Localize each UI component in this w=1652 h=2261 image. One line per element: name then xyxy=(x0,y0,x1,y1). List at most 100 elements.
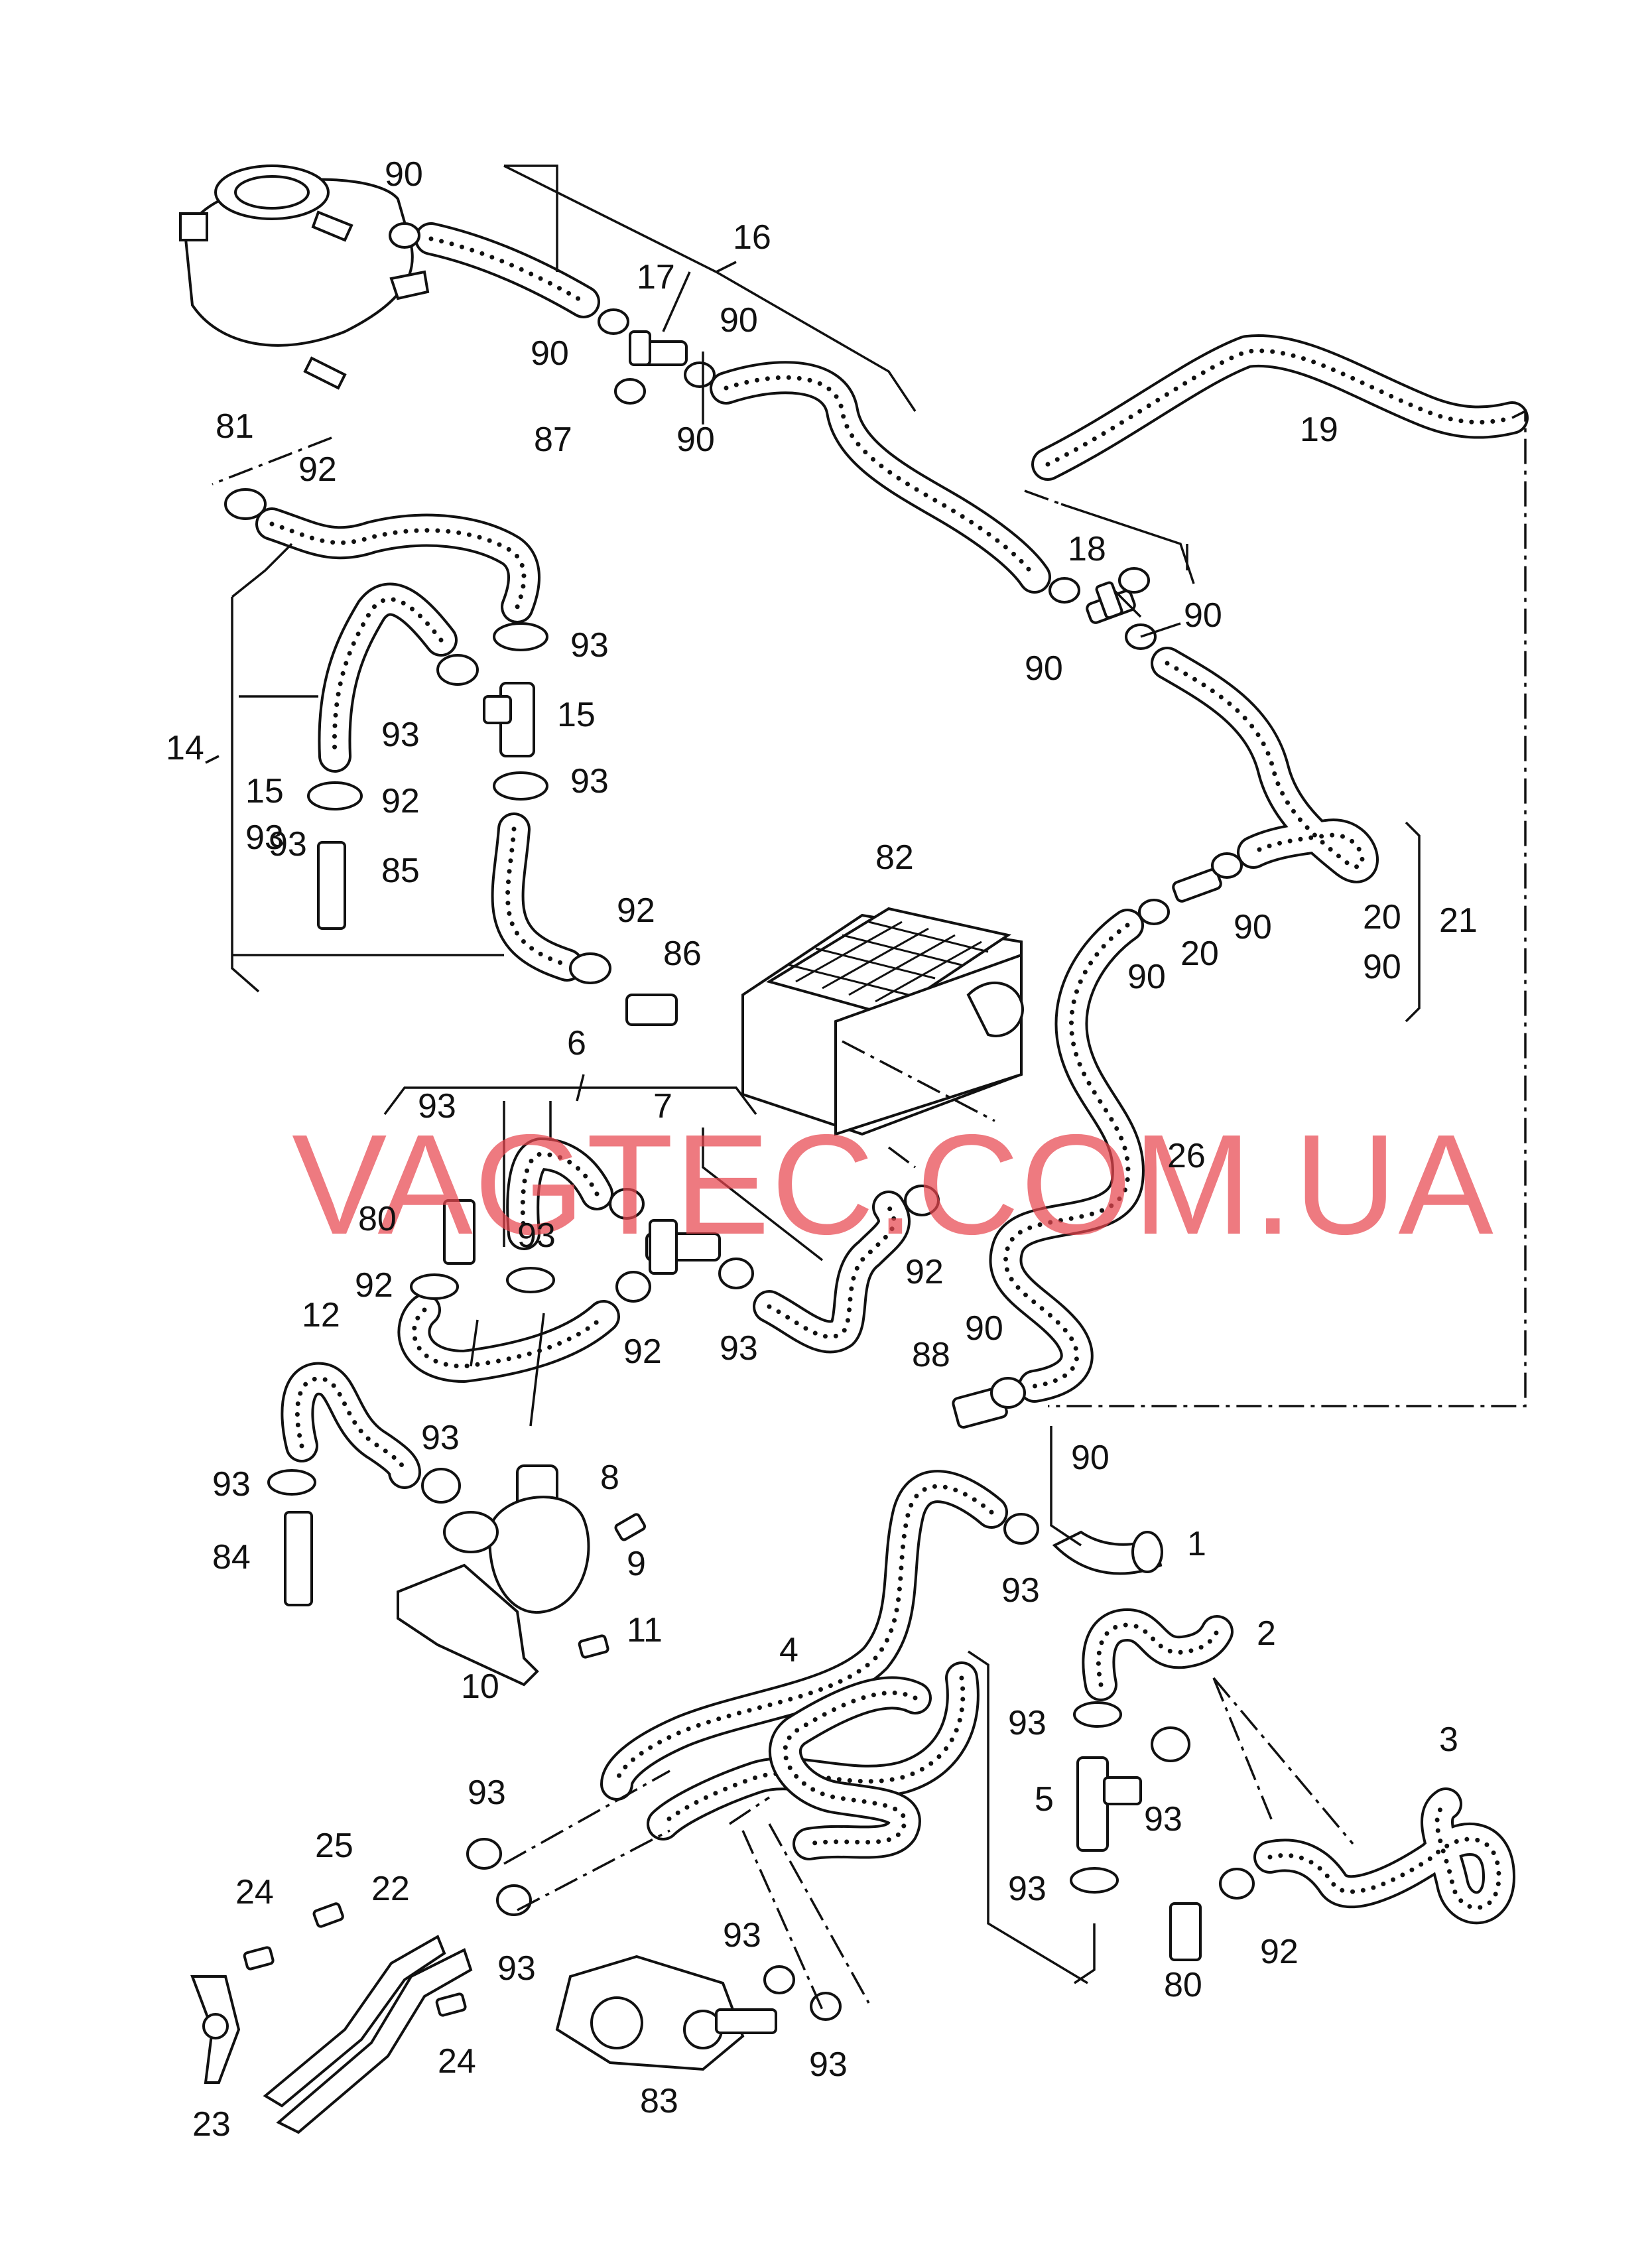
callout-90e: 90 xyxy=(1184,596,1222,635)
hose-3 xyxy=(1253,1787,1515,1925)
callout-81: 81 xyxy=(216,407,254,446)
hose-16-to-connector-18 xyxy=(710,361,1051,594)
pipe-stubs xyxy=(284,841,1202,1961)
callout-21: 21 xyxy=(1439,901,1478,940)
leader-lines xyxy=(205,164,1527,2010)
callout-93i: 93 xyxy=(212,1465,251,1504)
callout-93c: 93 xyxy=(570,762,609,801)
callout-1: 1 xyxy=(1187,1525,1206,1563)
callout-12: 12 xyxy=(302,1296,340,1334)
callout-19: 19 xyxy=(1300,411,1338,449)
callout-18: 18 xyxy=(1068,530,1106,568)
callout-93d: 93 xyxy=(245,818,284,857)
callout-92b: 92 xyxy=(381,782,420,820)
watermark-text: VAGTEC.COM.UA xyxy=(292,1104,1495,1264)
callout-90k: 90 xyxy=(1071,1439,1110,1477)
callout-93p: 93 xyxy=(723,1916,761,1955)
callout-90g: 90 xyxy=(1127,958,1166,996)
callout-93j: 93 xyxy=(1001,1571,1040,1610)
callout-26: 26 xyxy=(1167,1137,1206,1175)
callout-92f: 92 xyxy=(905,1253,944,1291)
callout-93n: 93 xyxy=(468,1774,506,1812)
expansion-tank xyxy=(179,164,430,390)
callout-90b: 90 xyxy=(720,301,758,340)
callout-93e: 93 xyxy=(418,1087,456,1126)
callout-80b: 80 xyxy=(1164,1966,1202,2004)
thermostat-housing xyxy=(555,1955,777,2071)
callout-93a: 93 xyxy=(570,626,609,665)
callout-82: 82 xyxy=(875,838,914,877)
callout-93q: 93 xyxy=(809,2045,848,2084)
hose-14-left xyxy=(318,582,458,773)
callout-93l: 93 xyxy=(1144,1800,1182,1839)
callout-6: 6 xyxy=(567,1024,586,1063)
callout-10: 10 xyxy=(461,1667,499,1706)
callout-7: 7 xyxy=(653,1087,672,1126)
callout-16: 16 xyxy=(733,218,771,257)
hose-clamps xyxy=(224,222,1255,2021)
callout-85: 85 xyxy=(381,852,420,890)
elbow-1 xyxy=(1052,1530,1163,1575)
callout-92g: 92 xyxy=(1260,1933,1299,1971)
callout-90h: 90 xyxy=(1234,908,1272,946)
callout-84: 84 xyxy=(212,1538,251,1577)
callout-92d: 92 xyxy=(355,1266,393,1305)
callout-93m: 93 xyxy=(1008,1870,1047,1908)
callout-90d: 90 xyxy=(676,420,715,459)
callout-93r: 93 xyxy=(269,825,307,864)
callout-93f: 93 xyxy=(517,1216,556,1255)
hose-6-upper xyxy=(506,1137,613,1250)
callout-15a: 15 xyxy=(245,772,284,810)
hose-4-b xyxy=(647,1661,980,1841)
tee-15 xyxy=(483,682,535,757)
callout-92c: 92 xyxy=(617,891,655,930)
callout-86: 86 xyxy=(663,935,702,973)
callout-93b: 93 xyxy=(381,716,420,754)
callout-92e: 92 xyxy=(623,1332,662,1371)
callout-2: 2 xyxy=(1257,1614,1276,1653)
callout-20b: 20 xyxy=(1180,935,1219,973)
callout-90j: 90 xyxy=(965,1309,1003,1348)
callout-93k: 93 xyxy=(1008,1704,1047,1742)
hose-14-upper xyxy=(255,507,540,623)
hoses xyxy=(255,222,1529,1925)
hose-2 xyxy=(1082,1608,1234,1701)
callout-14: 14 xyxy=(166,729,204,767)
callout-8: 8 xyxy=(600,1458,619,1497)
callout-90c: 90 xyxy=(531,334,569,373)
callout-90a: 90 xyxy=(385,155,423,194)
callout-88: 88 xyxy=(912,1336,950,1374)
callout-93g: 93 xyxy=(720,1329,758,1368)
tee-7 xyxy=(645,1219,721,1275)
hose-19 xyxy=(1031,334,1529,481)
connector-20 xyxy=(1172,868,1222,903)
hose-6-lower xyxy=(397,1293,620,1383)
callout-11: 11 xyxy=(627,1611,663,1649)
callout-5: 5 xyxy=(1035,1780,1054,1819)
hose-7 xyxy=(753,1191,911,1354)
hose-26 xyxy=(989,909,1145,1403)
callout-15b: 15 xyxy=(557,696,596,734)
callout-80a: 80 xyxy=(358,1200,397,1238)
callout-93h: 93 xyxy=(421,1419,460,1457)
hose-expansion-tank-to-tee-16 xyxy=(414,222,600,318)
callout-17: 17 xyxy=(637,258,675,296)
callout-90i: 90 xyxy=(1363,948,1401,986)
callout-24a: 24 xyxy=(235,1873,274,1911)
hose-14-lower xyxy=(491,812,584,982)
tee-5 xyxy=(1076,1756,1142,1852)
hose-12 xyxy=(281,1362,421,1489)
coolant-pipe-assembly xyxy=(190,1935,473,2134)
callout-9: 9 xyxy=(627,1545,646,1583)
bolts xyxy=(243,1513,646,2017)
callout-4: 4 xyxy=(779,1631,798,1669)
callout-20a: 20 xyxy=(1363,898,1401,937)
callout-87: 87 xyxy=(534,420,572,459)
callout-93o: 93 xyxy=(497,1949,536,1988)
hose-4-c xyxy=(769,1676,932,1860)
hose-18-to-21 xyxy=(1151,647,1379,883)
callout-3: 3 xyxy=(1439,1720,1458,1759)
callout-24b: 24 xyxy=(438,2042,476,2081)
coolant-pump xyxy=(397,1464,590,1687)
